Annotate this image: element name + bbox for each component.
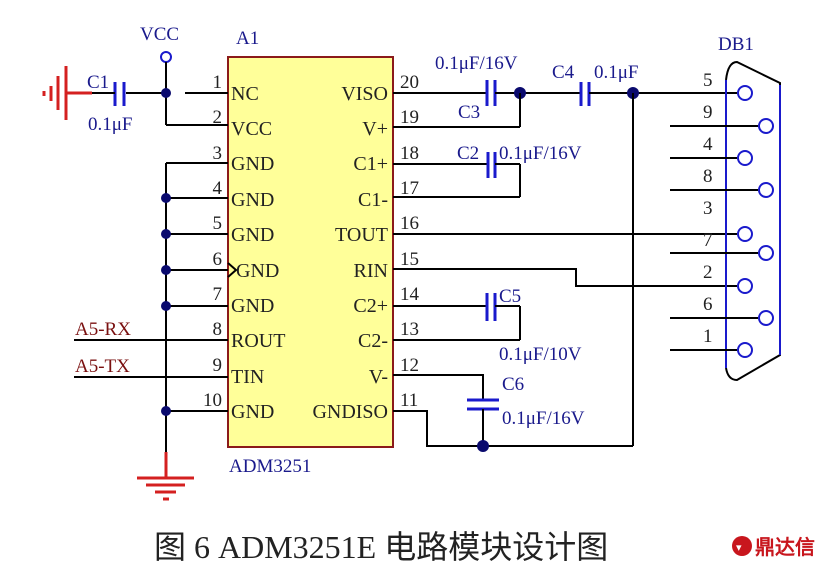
pin-number: 15 — [400, 249, 419, 270]
pin-number: 5 — [213, 213, 223, 234]
junction-dot — [161, 193, 171, 203]
chip-body — [227, 56, 394, 448]
junction-dot — [161, 265, 171, 275]
chip-designator: A1 — [236, 28, 259, 49]
pin-number: 12 — [400, 355, 419, 376]
pin-name: TOUT — [335, 224, 388, 246]
vcc-port-icon — [160, 51, 172, 63]
c4-ref: C4 — [552, 62, 575, 83]
net-label-rx: A5-RX — [75, 319, 131, 340]
svg-text:▾: ▾ — [736, 541, 742, 554]
c3-ref: C3 — [458, 102, 480, 123]
left-pins: NC VCC GND GND GND GND GND ROUT TIN GND … — [203, 72, 285, 423]
pin-socket-icon — [758, 245, 774, 261]
pin-name: GND — [231, 189, 274, 211]
pin-name: V+ — [362, 118, 388, 140]
pin-number: 3 — [213, 143, 223, 164]
pin-name: GND — [231, 153, 274, 175]
pin-number: 18 — [400, 143, 419, 164]
watermark: ▾ 鼎达信 — [732, 535, 815, 559]
c3-value: 0.1μF/16V — [435, 53, 518, 74]
connector-pin-number: 9 — [703, 102, 713, 123]
pin-name: GND — [236, 260, 279, 282]
pin-number: 11 — [400, 390, 418, 411]
pin-number: 10 — [203, 390, 222, 411]
junction-dot — [161, 88, 171, 98]
c4-value: 0.1μF — [594, 62, 639, 83]
pin-name: ROUT — [231, 330, 285, 352]
pin-name: VISO — [341, 83, 388, 105]
connector-pin-number: 1 — [703, 326, 713, 347]
pin-number: 16 — [400, 213, 419, 234]
c5-ref: C5 — [499, 286, 521, 307]
connector-pin-number: 2 — [703, 262, 713, 283]
vcc-label: VCC — [140, 24, 179, 45]
pin-name: C1+ — [353, 153, 388, 175]
junction-dot — [161, 229, 171, 239]
pin-socket-icon — [737, 342, 753, 358]
figure-caption: 图 6 ADM3251E 电路模块设计图 — [154, 529, 608, 565]
pin-name: GND — [231, 401, 274, 423]
db9-connector: DB1 5 9 4 8 3 7 2 6 1 — [670, 34, 781, 382]
left-wiring: VCC C1 0.1μF — [42, 24, 238, 501]
pin-name: GND — [231, 224, 274, 246]
c1-ref: C1 — [87, 72, 109, 93]
pin-socket-icon — [737, 226, 753, 242]
pin-number: 4 — [213, 178, 223, 199]
connector-pin-number: 5 — [703, 70, 713, 91]
pin-number: 13 — [400, 319, 419, 340]
pin-name: TIN — [231, 366, 264, 388]
pin-number: 19 — [400, 107, 419, 128]
watermark-text: 鼎达信 — [755, 535, 815, 559]
pin-name: VCC — [231, 118, 272, 140]
c1-value: 0.1μF — [88, 114, 133, 135]
connector-pin-number: 8 — [703, 166, 713, 187]
chip-part-number: ADM3251 — [229, 456, 311, 477]
net-label-tx: A5-TX — [75, 356, 130, 377]
pin-name: C1- — [358, 189, 388, 211]
pin-number: 8 — [213, 319, 223, 340]
c6-ref: C6 — [502, 374, 524, 395]
pin-number: 9 — [213, 355, 223, 376]
pin-name: NC — [231, 83, 259, 105]
pin-number: 1 — [213, 72, 223, 93]
connector-designator: DB1 — [718, 34, 754, 55]
pin-number: 7 — [213, 284, 223, 305]
logo-icon — [732, 536, 752, 556]
pin-number: 2 — [213, 107, 223, 128]
junction-dot — [161, 301, 171, 311]
pin-name: GNDISO — [312, 401, 388, 423]
pin-socket-icon — [758, 118, 774, 134]
pin-name: C2- — [358, 330, 388, 352]
pin-socket-icon — [758, 182, 774, 198]
pin-socket-icon — [737, 150, 753, 166]
connector-pin-number: 4 — [703, 134, 713, 155]
pin-socket-icon — [737, 278, 753, 294]
c6-value: 0.1μF/16V — [502, 408, 585, 429]
connector-pin-number: 7 — [703, 230, 713, 251]
junction-dot — [477, 440, 489, 452]
connector-pin-number: 6 — [703, 294, 713, 315]
right-wiring: 0.1μF/16V C3 C4 0.1μF C2 0.1μF/16V C5 0.… — [393, 53, 737, 452]
right-pins: VISO V+ C1+ C1- TOUT RIN C2+ C2- V- GNDI… — [312, 72, 419, 423]
c2-ref: C2 — [457, 143, 479, 164]
c2-value: 0.1μF/16V — [499, 143, 582, 164]
pin-name: V- — [369, 366, 388, 388]
pin-name: GND — [231, 295, 274, 317]
pin-socket-icon — [758, 310, 774, 326]
connector-pin-number: 3 — [703, 198, 713, 219]
pin-number: 6 — [213, 249, 223, 270]
pin-socket-icon — [737, 85, 753, 101]
pin-number: 14 — [400, 284, 420, 305]
pin-name: RIN — [354, 260, 388, 282]
junction-dot — [161, 406, 171, 416]
pin-number: 20 — [400, 72, 419, 93]
pin-number: 17 — [400, 178, 419, 199]
pin-name: C2+ — [353, 295, 388, 317]
c5-value: 0.1μF/10V — [499, 344, 582, 365]
